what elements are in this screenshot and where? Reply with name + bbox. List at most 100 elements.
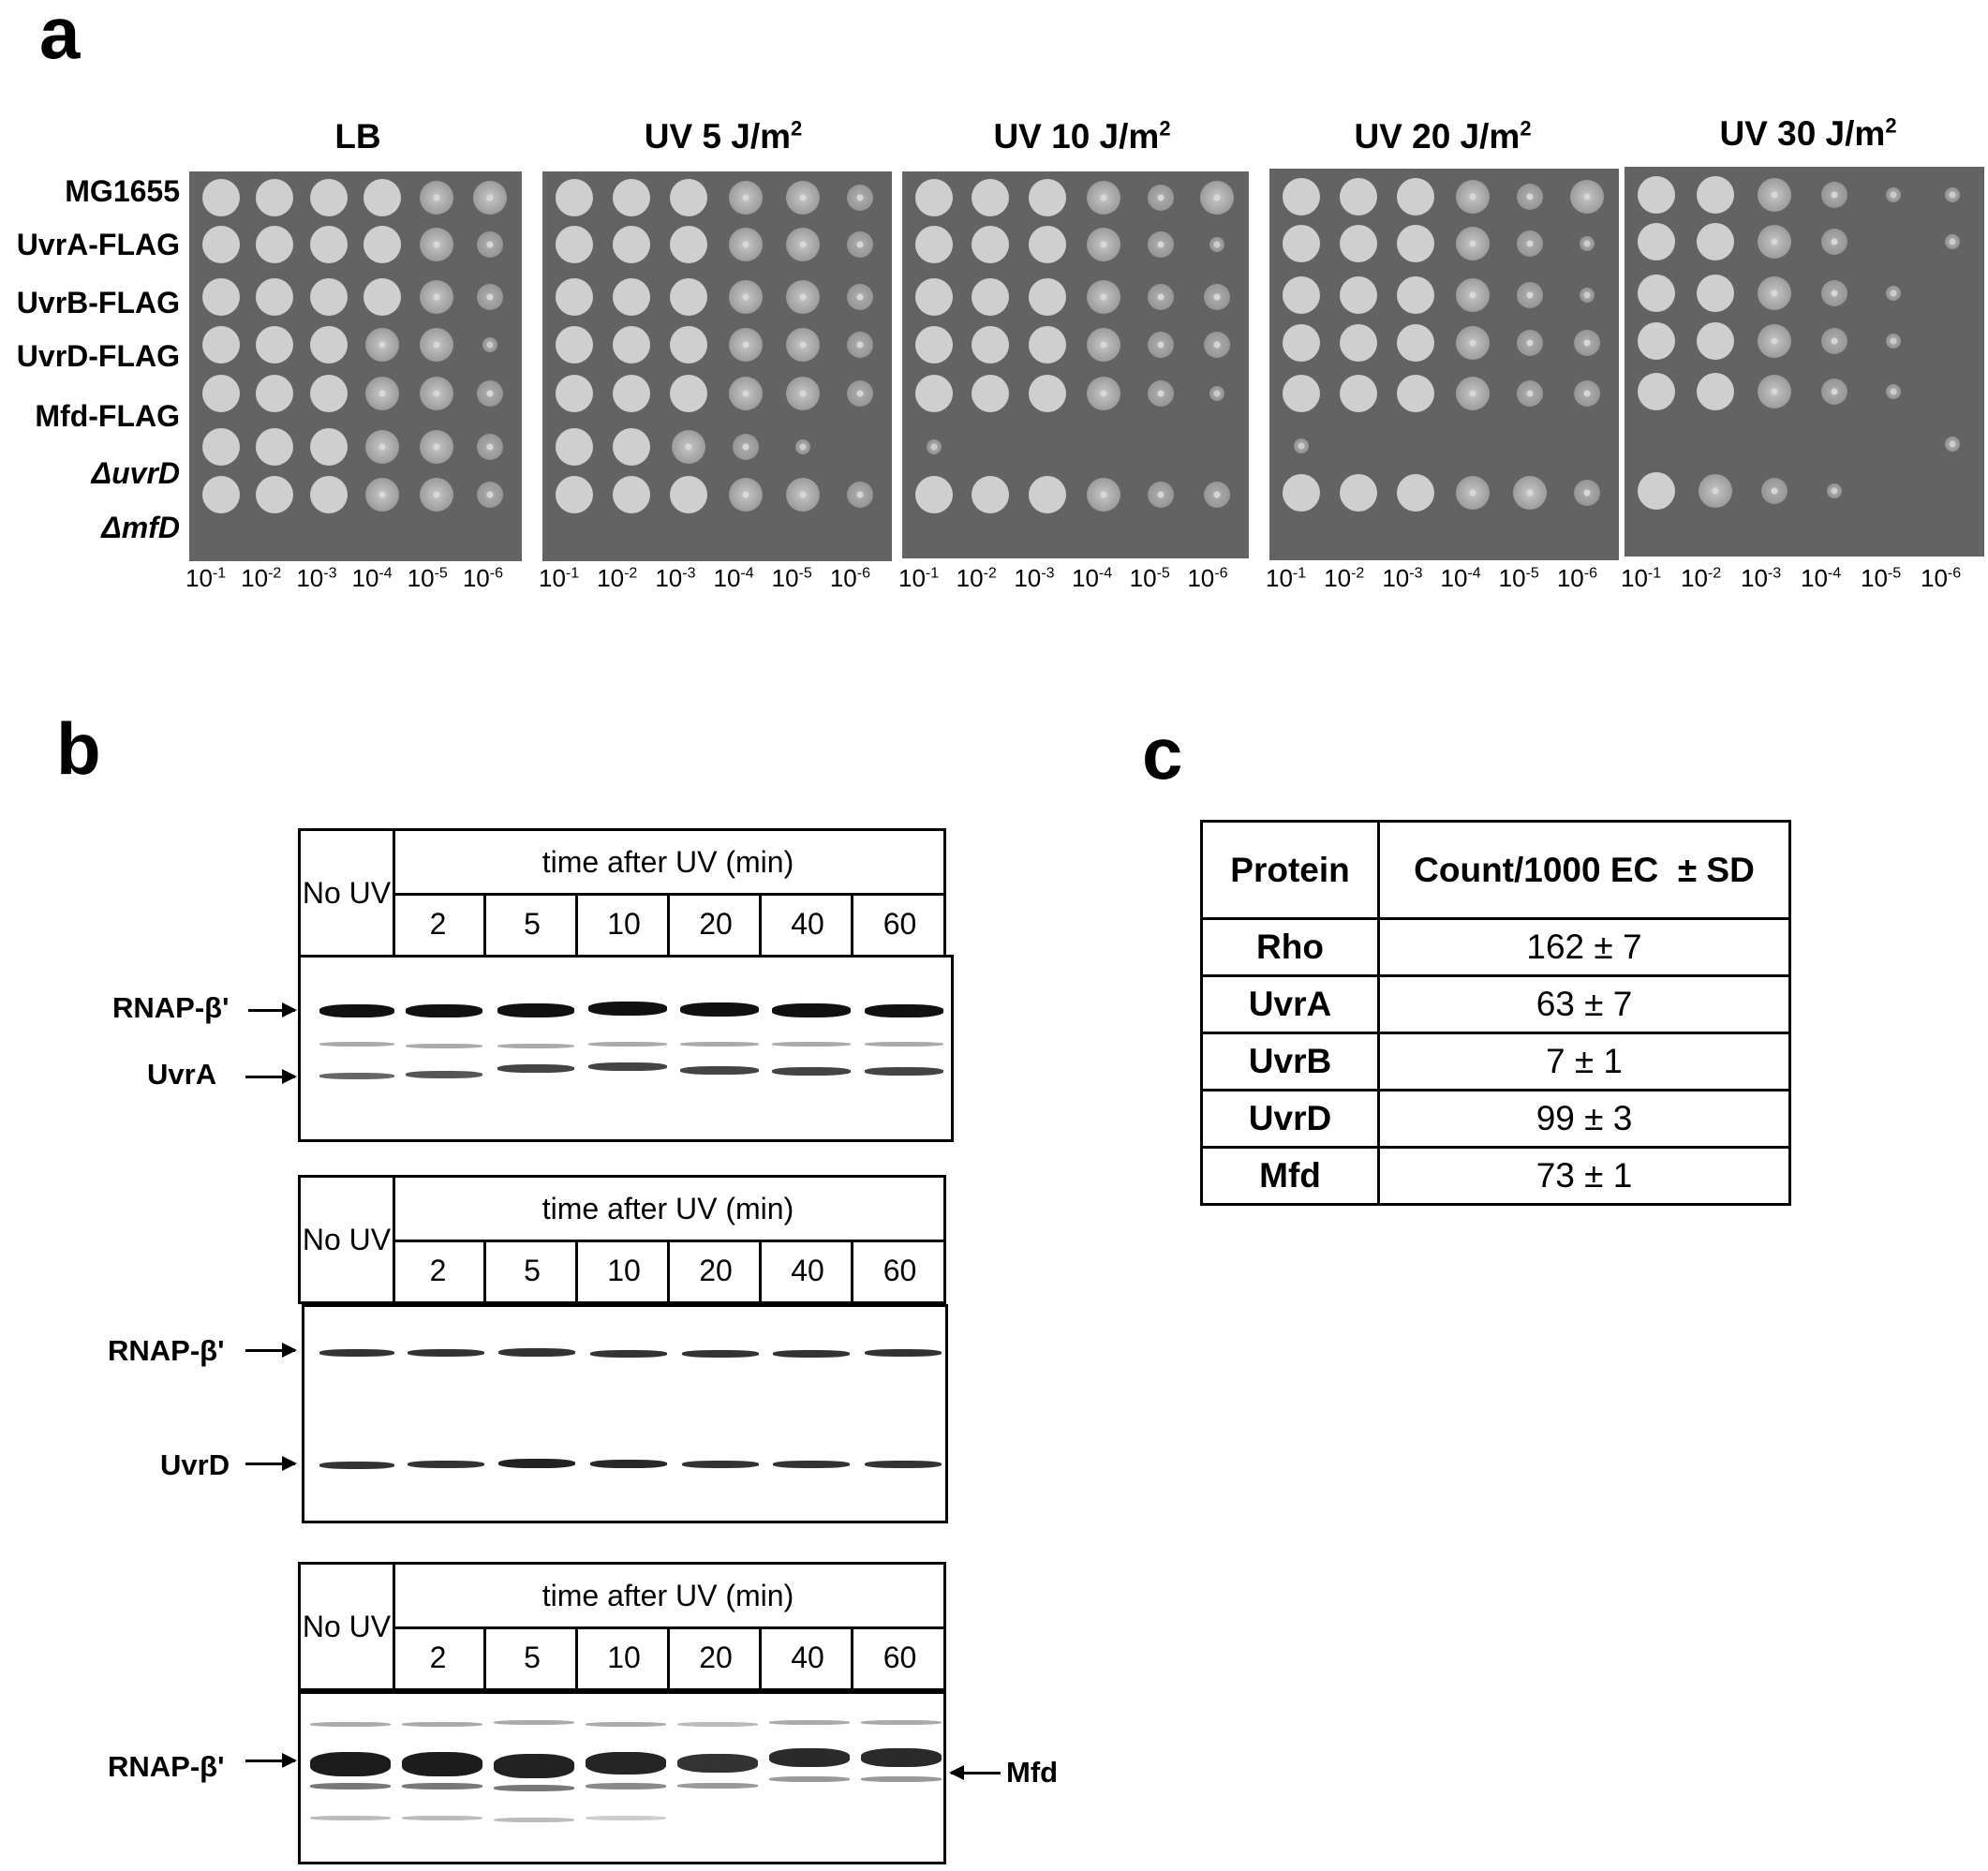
colony-spot xyxy=(365,328,400,362)
dilution-label: 10-5 xyxy=(1498,564,1539,592)
colony-spot xyxy=(1820,229,1847,255)
band-label-uvrd: UvrD xyxy=(160,1448,230,1481)
colony-spot xyxy=(419,478,453,512)
arrow-icon xyxy=(949,1765,1001,1780)
protein-count: 63 ± 7 xyxy=(1377,974,1791,1034)
colony-spot xyxy=(1456,227,1490,260)
colony-spot xyxy=(1147,231,1174,258)
colony-spot xyxy=(1697,373,1735,410)
colony-spot xyxy=(1638,472,1675,510)
colony-spot xyxy=(1885,187,1901,202)
colony-spot xyxy=(1456,476,1490,510)
colony-spot xyxy=(556,179,593,216)
colony-spot xyxy=(1028,375,1066,412)
no-uv-label: No UV xyxy=(301,831,395,955)
colony-spot xyxy=(786,280,820,314)
blot-image-uvra xyxy=(298,955,954,1142)
colony-spot xyxy=(556,375,593,412)
colony-spot xyxy=(1209,237,1224,252)
timepoint: 2 xyxy=(429,906,447,941)
colony-spot xyxy=(419,228,453,261)
colony-spot xyxy=(972,226,1010,263)
colony-spot xyxy=(1580,236,1595,251)
colony-spot xyxy=(1204,332,1230,358)
colony-spot xyxy=(1758,178,1792,212)
colony-spot xyxy=(1028,278,1066,316)
strain-label: ΔuvrD xyxy=(91,456,180,490)
no-uv-label: No UV xyxy=(301,1565,395,1688)
colony-spot xyxy=(309,476,348,513)
table-row: UvrD 99 ± 3 xyxy=(1200,1089,1791,1149)
colony-spot xyxy=(556,326,593,364)
table-row: Rho 162 ± 7 xyxy=(1200,917,1791,977)
colony-spot xyxy=(972,179,1010,216)
table-header: Count/1000 EC ± SD xyxy=(1377,820,1791,920)
colony-spot xyxy=(1820,280,1847,306)
colony-spot xyxy=(786,328,820,362)
colony-spot xyxy=(419,181,453,215)
timepoint: 2 xyxy=(429,1640,447,1674)
colony-spot xyxy=(847,231,873,258)
colony-spot xyxy=(795,439,810,454)
colony-spot xyxy=(1340,375,1377,412)
dilution-label: 10-6 xyxy=(462,564,503,592)
colony-spot xyxy=(1028,326,1066,364)
colony-spot xyxy=(419,377,453,410)
timepoint: 40 xyxy=(759,1626,853,1688)
colony-spot xyxy=(1340,178,1377,215)
colony-spot xyxy=(972,476,1010,513)
colony-spot xyxy=(1697,176,1735,214)
colony-spot xyxy=(1147,482,1174,508)
colony-spot xyxy=(847,380,873,407)
colony-spot xyxy=(256,226,294,263)
colony-spot xyxy=(1294,438,1309,453)
dilution-label: 10-4 xyxy=(1801,564,1842,592)
colony-spot xyxy=(309,278,348,316)
protein-name: UvrD xyxy=(1200,1089,1380,1149)
timepoint: 10 xyxy=(575,1626,670,1688)
colony-spot xyxy=(786,228,820,261)
colony-spot xyxy=(1517,184,1543,210)
colony-spot xyxy=(613,179,650,216)
colony-spot xyxy=(1570,180,1604,214)
colony-spot xyxy=(1087,228,1121,261)
colony-spot xyxy=(915,375,953,412)
colony-spot xyxy=(927,439,942,454)
blot-image-mfd xyxy=(298,1691,946,1864)
plate-uv20 xyxy=(1269,169,1619,560)
colony-spot xyxy=(613,278,650,316)
colony-spot xyxy=(1028,226,1066,263)
colony-spot xyxy=(733,434,759,460)
dilution-label: 10-2 xyxy=(1324,564,1365,592)
dilution-label: 10-2 xyxy=(597,564,638,592)
blot-image-uvrd xyxy=(302,1304,948,1523)
colony-spot xyxy=(1397,474,1434,512)
strain-label: UvrD-FLAG xyxy=(16,339,180,373)
plate-uv30 xyxy=(1625,167,1984,557)
colony-spot xyxy=(365,430,400,464)
dilution-label: 10-6 xyxy=(829,564,870,592)
panel-label-b: b xyxy=(56,707,101,790)
protein-name: Rho xyxy=(1200,917,1380,977)
plate-uv5 xyxy=(542,171,892,561)
colony-spot xyxy=(1456,326,1490,360)
colony-spot xyxy=(1517,380,1543,407)
colony-spot xyxy=(1340,474,1377,512)
timepoint: 2 xyxy=(429,1253,447,1287)
dilution-label: 10-3 xyxy=(1382,564,1423,592)
colony-spot xyxy=(729,181,763,215)
colony-spot xyxy=(1147,185,1174,211)
colony-spot xyxy=(1574,380,1600,407)
arrow-icon xyxy=(245,1753,297,1768)
colony-spot xyxy=(1397,324,1434,362)
table-row: Mfd 73 ± 1 xyxy=(1200,1146,1791,1206)
colony-spot xyxy=(729,478,763,512)
colony-spot xyxy=(309,326,348,364)
plate-title-uv20: UV 20 J/m2 xyxy=(1354,116,1532,156)
colony-spot xyxy=(477,482,503,508)
colony-spot xyxy=(1826,483,1842,498)
colony-spot xyxy=(1147,284,1174,310)
colony-spot xyxy=(1638,373,1675,410)
timepoint: 60 xyxy=(851,1240,946,1301)
band-label-rnap: RNAP-β' xyxy=(108,1750,225,1783)
